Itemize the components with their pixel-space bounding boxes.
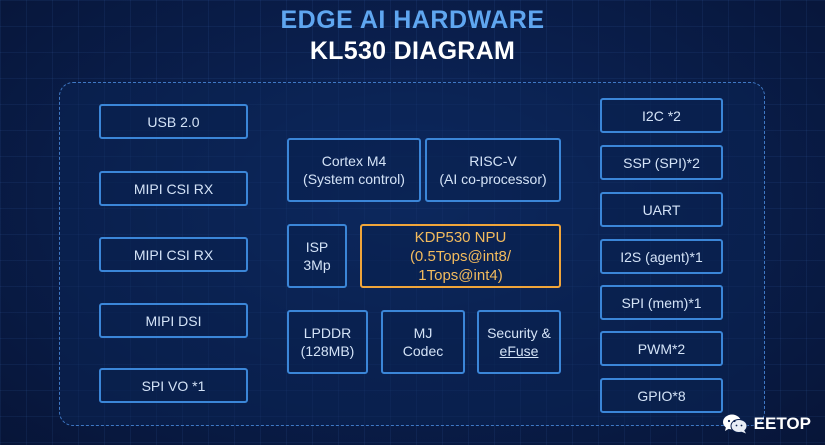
right-interface-i2c: I2C *2 — [600, 98, 723, 133]
risc-v-role: (AI co-processor) — [439, 171, 547, 187]
mj-codec-type: Codec — [402, 343, 444, 359]
wechat-icon — [722, 414, 748, 434]
isp-resolution: 3Mp — [303, 257, 331, 273]
left-interface-mipi-csi-rx-2: MIPI CSI RX — [99, 237, 248, 272]
lpddr-label: LPDDR — [303, 325, 352, 341]
diagram-subtitle: KL530 DIAGRAM — [309, 37, 516, 65]
left-interface-usb: USB 2.0 — [99, 104, 248, 139]
risc-v-block: RISC-V (AI co-processor) — [425, 138, 561, 202]
lpddr-block: LPDDR (128MB) — [287, 310, 368, 374]
diagram-title: EDGE AI HARDWARE — [280, 6, 545, 34]
isp-block: ISP 3Mp — [287, 224, 347, 288]
right-interface-label: I2C *2 — [642, 107, 681, 124]
right-interface-label: SSP (SPI)*2 — [623, 154, 700, 171]
npu-int4-performance: 1Tops@int4) — [418, 266, 503, 284]
security-efuse-block: Security & eFuse — [477, 310, 561, 374]
right-interface-ssp-spi: SSP (SPI)*2 — [600, 145, 723, 180]
left-interface-mipi-csi-rx-1: MIPI CSI RX — [99, 171, 248, 206]
left-interface-spi-vo: SPI VO *1 — [99, 368, 248, 403]
right-interface-label: SPI (mem)*1 — [621, 294, 702, 311]
cortex-m4-role: (System control) — [303, 171, 405, 187]
cortex-m4-block: Cortex M4 (System control) — [287, 138, 421, 202]
npu-block: KDP530 NPU (0.5Tops@int8/ 1Tops@int4) — [360, 224, 561, 288]
left-interface-label: MIPI CSI RX — [133, 180, 214, 197]
left-interface-mipi-dsi: MIPI DSI — [99, 303, 248, 338]
right-interface-gpio: GPIO*8 — [600, 378, 723, 413]
cortex-m4-label: Cortex M4 — [321, 153, 387, 169]
risc-v-label: RISC-V — [469, 153, 517, 169]
right-interface-spi-mem: SPI (mem)*1 — [600, 285, 723, 320]
watermark-text: EETOP — [753, 414, 811, 433]
left-interface-label: MIPI DSI — [145, 312, 202, 329]
right-interface-label: PWM*2 — [637, 340, 686, 357]
security-label: Security & — [487, 325, 551, 341]
right-interface-label: UART — [642, 201, 681, 218]
watermark: EETOP — [722, 413, 811, 435]
left-interface-label: USB 2.0 — [147, 113, 200, 130]
mj-codec-block: MJ Codec — [381, 310, 465, 374]
npu-int8-performance: (0.5Tops@int8/ — [409, 247, 512, 265]
right-interface-pwm: PWM*2 — [600, 331, 723, 366]
right-interface-label: GPIO*8 — [637, 387, 686, 404]
right-interface-label: I2S (agent)*1 — [620, 248, 703, 265]
npu-label: KDP530 NPU — [414, 228, 507, 246]
right-interface-uart: UART — [600, 192, 723, 227]
left-interface-label: SPI VO *1 — [141, 377, 206, 394]
efuse-label: eFuse — [499, 343, 539, 359]
isp-label: ISP — [305, 239, 329, 255]
right-interface-i2s: I2S (agent)*1 — [600, 239, 723, 274]
left-interface-label: MIPI CSI RX — [133, 246, 214, 263]
mj-codec-label: MJ — [413, 325, 433, 341]
lpddr-capacity: (128MB) — [300, 343, 355, 359]
